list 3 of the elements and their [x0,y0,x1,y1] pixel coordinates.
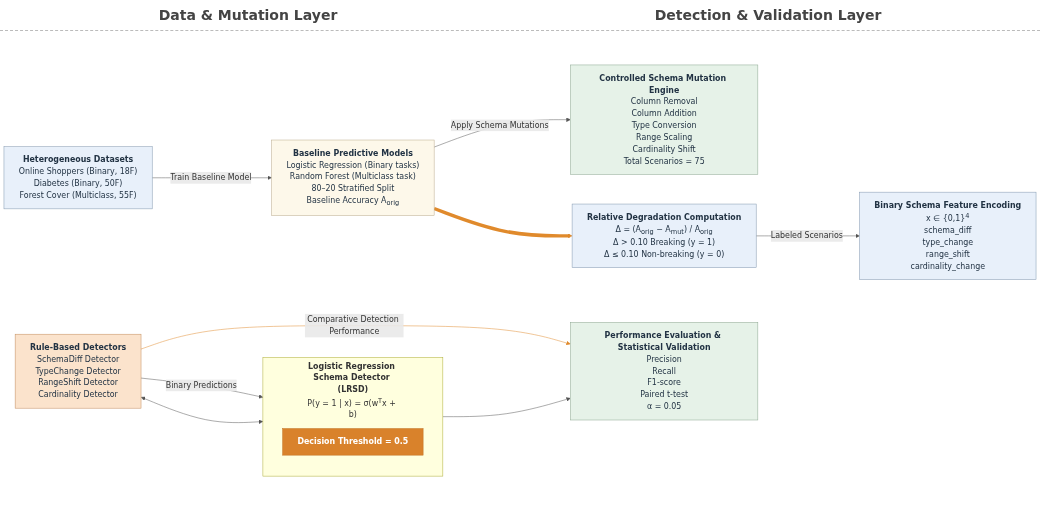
arrow [433,207,573,239]
layer-heading: Data & Mutation Layer [158,7,338,23]
layer-heading: Detection & Validation Layer [654,7,882,23]
